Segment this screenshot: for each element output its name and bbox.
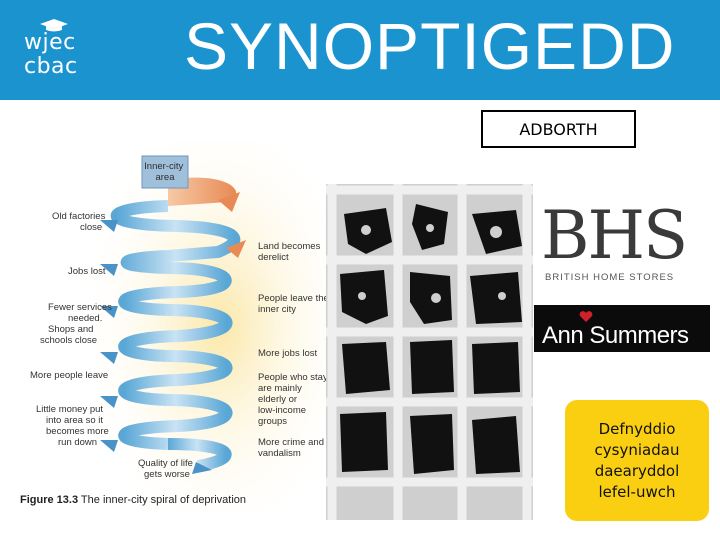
bhs-logo-letters: BHS <box>541 197 688 274</box>
ann-summers-logo-text: Ann Summers <box>542 322 689 349</box>
heart-icon <box>579 311 593 322</box>
logo-line-1: wjec <box>24 30 76 55</box>
graduation-cap-icon <box>40 19 68 32</box>
spiral-bands <box>100 177 246 474</box>
adborth-label: ADBORTH <box>481 110 636 148</box>
concept-note: Defnyddio cysyniadau daearyddol lefel-uw… <box>565 400 709 521</box>
figure-caption-number: Figure 13.3 <box>20 494 79 506</box>
wjec-cbac-logo: wjec cbac <box>22 18 86 82</box>
ann-summers-logo: Ann Summers <box>534 305 710 352</box>
top-box-label: Inner-city area <box>144 161 186 183</box>
bhs-logo: BHS BRITISH HOME STORES <box>541 200 701 292</box>
bhs-logo-subtitle: BRITISH HOME STORES <box>545 272 675 283</box>
concept-note-line-3: daearyddol <box>594 461 680 480</box>
concept-note-line-1: Defnyddio <box>598 419 676 438</box>
figure-caption: Figure 13.3 The inner-city spiral of dep… <box>20 494 246 506</box>
spiral-left-label-4: More people leave <box>30 370 108 381</box>
page-title: SYNOPTIGEDD <box>184 9 676 83</box>
header-bar: wjec cbac SYNOPTIGEDD <box>0 0 720 100</box>
top-box-label-line-2: area <box>155 172 175 183</box>
spiral-left-label-2: Jobs lost <box>68 266 106 277</box>
concept-note-line-2: cysyniadau <box>594 440 680 459</box>
logo-line-2: cbac <box>24 54 78 79</box>
spiral-right-label-3: More jobs lost <box>258 348 317 359</box>
broken-window-photo <box>326 184 533 520</box>
concept-note-line-4: lefel-uwch <box>598 482 676 501</box>
top-box <box>141 155 189 189</box>
figure-caption-text: The inner-city spiral of deprivation <box>78 494 247 506</box>
broken-window-image <box>326 184 533 520</box>
